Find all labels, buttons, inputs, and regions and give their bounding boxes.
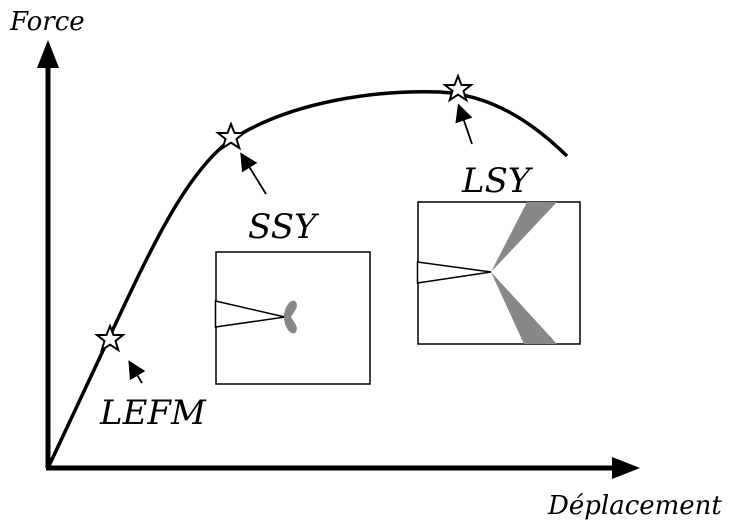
- lsy-label: LSY: [461, 161, 534, 201]
- lefm-pointer-arrow: [128, 360, 146, 384]
- lsy-crack-notch: [416, 261, 492, 284]
- ssy-star-icon: [215, 121, 247, 151]
- ssy-crack-notch: [214, 300, 286, 328]
- y-axis-label: Force: [9, 7, 85, 37]
- lsy-specimen: [416, 201, 581, 345]
- lefm-label: LEFM: [99, 393, 207, 433]
- force-displacement-curve: [46, 90, 569, 469]
- lefm-star-icon: [94, 323, 126, 353]
- ssy-plastic-zone: [284, 300, 297, 334]
- lsy-star-icon: [442, 73, 474, 103]
- x-axis-label: Déplacement: [547, 491, 722, 521]
- lsy-pointer-arrow: [455, 103, 473, 145]
- lsy-plastic-zone-upper: [491, 202, 557, 272]
- x-axis-arrowhead: [612, 457, 640, 479]
- ssy-label: SSY: [248, 207, 320, 247]
- ssy-specimen: [214, 251, 371, 385]
- lsy-plastic-zone-lower: [491, 272, 557, 344]
- y-axis-arrowhead: [37, 40, 59, 68]
- ssy-pointer-arrow: [240, 152, 267, 195]
